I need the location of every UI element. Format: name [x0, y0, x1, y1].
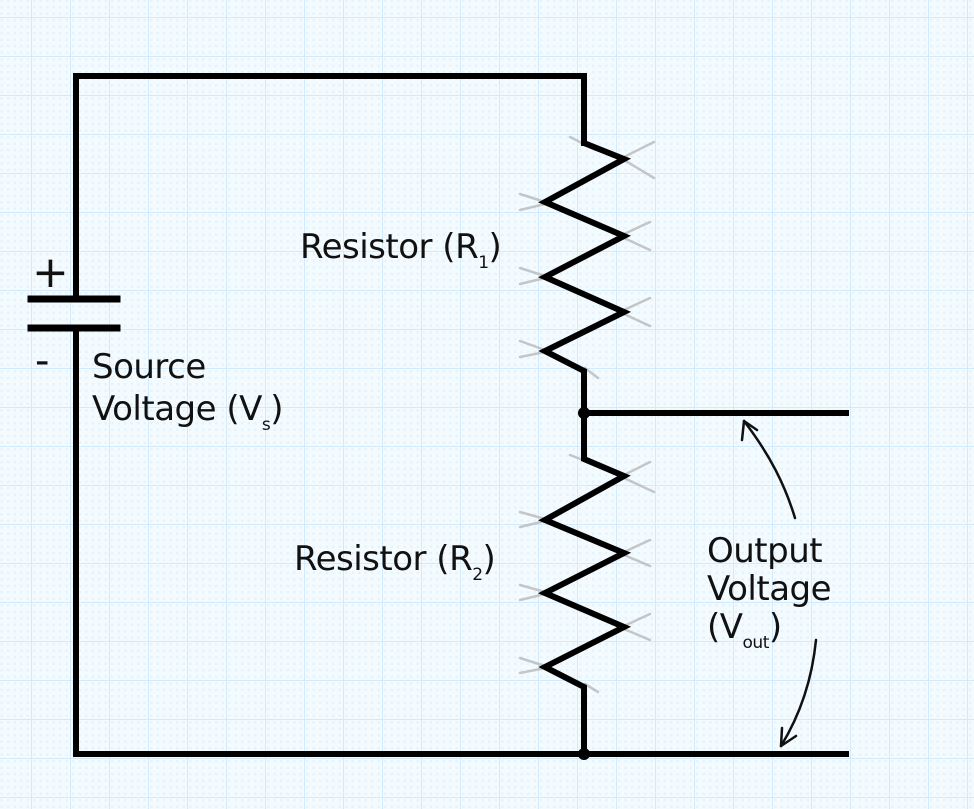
positive-sign: +	[32, 247, 69, 298]
resistor-r1-label: Resistor (R1)	[300, 227, 502, 273]
arrow-up-curve	[742, 419, 797, 520]
resistor-r2-subscript: 2	[472, 565, 483, 585]
arrow-up-head	[740, 419, 759, 442]
wire-top	[73, 73, 587, 302]
wires	[27, 73, 849, 757]
junction-dot-top	[578, 407, 590, 419]
output-voltage-line2: Voltage	[707, 569, 832, 609]
source-voltage-line2: Voltage (Vs)	[92, 389, 283, 435]
resistor-r1-zigzag	[538, 140, 632, 413]
source-voltage-line1: Source	[92, 347, 206, 387]
output-voltage-label: Output Voltage (Vout)	[707, 531, 832, 653]
output-voltage-arrows	[740, 419, 818, 748]
source-voltage-label: Source Voltage (Vs)	[92, 346, 283, 435]
arrow-down-head	[779, 726, 798, 748]
resistor-r2-label: Resistor (R2)	[294, 539, 496, 585]
source-voltage-subscript: s	[261, 415, 271, 435]
output-voltage-line1: Output	[707, 531, 823, 571]
resistor-r1-subscript: 1	[478, 253, 489, 273]
resistor-r2-zigzag	[537, 413, 632, 754]
arrow-down-curve	[779, 638, 818, 748]
construction-marks	[15, 35, 880, 795]
output-voltage-subscript: out	[742, 633, 770, 653]
junction-dot-bottom	[578, 748, 590, 760]
negative-sign: -	[35, 338, 50, 384]
output-voltage-line3: (Vout)	[707, 607, 782, 653]
